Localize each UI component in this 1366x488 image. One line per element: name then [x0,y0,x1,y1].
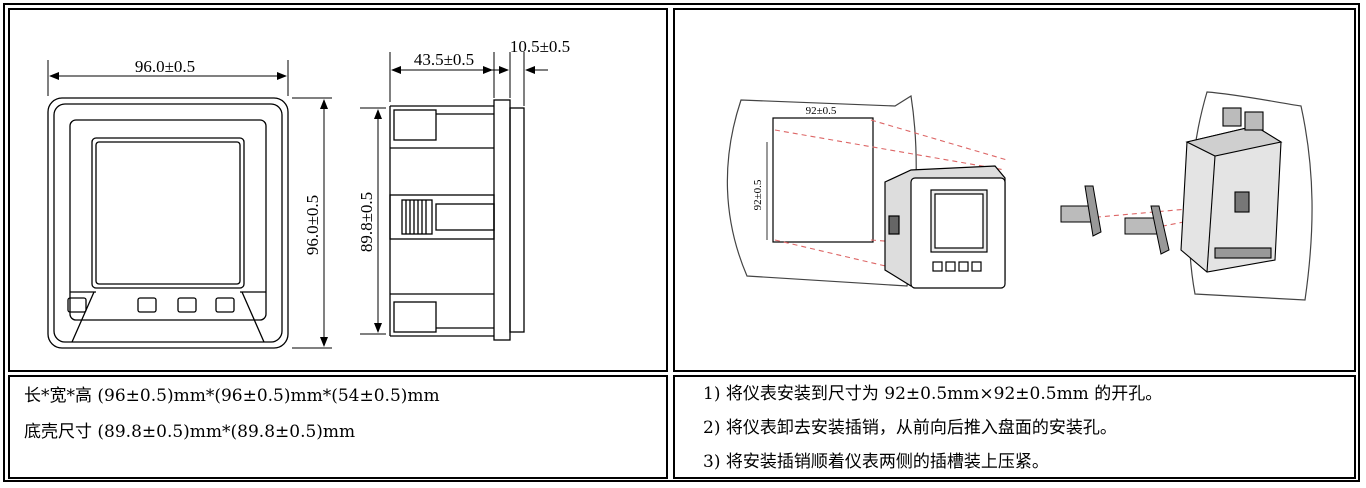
install-step-3: 3) 将安装插销顺着仪表两侧的插槽装上压紧。 [703,452,1049,472]
front-width-dim: 96.0±0.5 [135,57,195,76]
install-step-1: 1) 将仪表安装到尺寸为 92±0.5mm×92±0.5mm 的开孔。 [703,384,1163,404]
dimension-drawing-cell: 96.0±0.5 96.0±0.5 [8,8,668,372]
panel-cutout [772,117,874,243]
mounting-clip-1 [1060,185,1102,237]
front-button-2 [137,297,157,313]
dimensions-spec: 长*宽*高 (96±0.5)mm*(96±0.5)mm*(54±0.5)mm [24,386,440,406]
install-steps-cell: 1) 将仪表安装到尺寸为 92±0.5mm×92±0.5mm 的开孔。 2) 将… [673,375,1356,479]
cutout-width-dim: 92±0.5 [806,105,837,117]
installation-illustration: 92±0.5 92±0.5 [726,91,1313,301]
case-height-dim: 89.8±0.5 [357,192,376,252]
installation-illustration-cell: 92±0.5 92±0.5 [673,8,1356,372]
case-spec: 底壳尺寸 (89.8±0.5)mm*(89.8±0.5)mm [24,422,356,442]
meter-front [884,165,1006,289]
front-button-3 [177,297,197,313]
outer-frame [3,3,1360,482]
front-button-4 [215,297,235,313]
spec-cell: 长*宽*高 (96±0.5)mm*(96±0.5)mm*(54±0.5)mm 底… [8,375,668,479]
side-depth-dim: 43.5±0.5 [414,50,474,69]
side-view [389,99,525,341]
install-step-2: 2) 将仪表卸去安装插销，从前向后推入盘面的安装孔。 [703,418,1117,438]
meter-rear [1180,107,1283,273]
front-button-1 [67,297,87,313]
dimension-drawing: 96.0±0.5 96.0±0.5 [47,37,570,349]
cutout-height-dim: 92±0.5 [752,179,764,210]
front-view [47,97,289,349]
side-bezel-dim: 10.5±0.5 [510,37,570,56]
mounting-clip-2 [1124,205,1170,255]
front-height-dim: 96.0±0.5 [303,195,322,255]
